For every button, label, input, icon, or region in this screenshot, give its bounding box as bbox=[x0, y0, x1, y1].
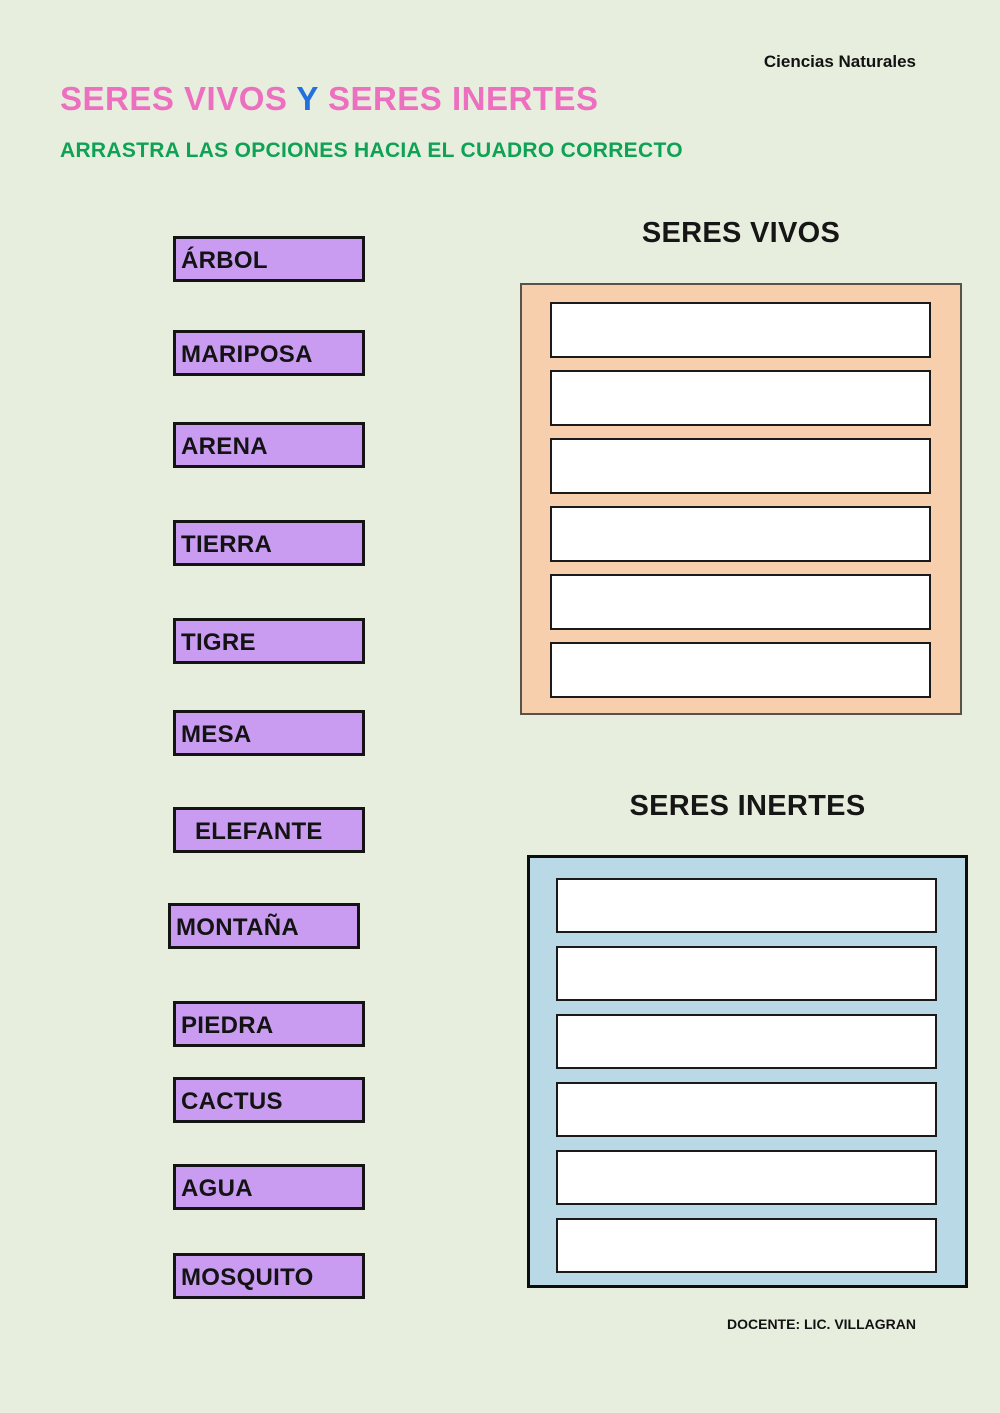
course-label: Ciencias Naturales bbox=[763, 52, 916, 71]
option-label: AGUA bbox=[181, 1175, 253, 1202]
drop-slot[interactable] bbox=[550, 302, 931, 358]
page-title-living: SERES VIVOS bbox=[60, 80, 288, 117]
option-tile[interactable]: MESA bbox=[173, 710, 365, 756]
drop-zone bbox=[520, 283, 962, 715]
drop-slot[interactable] bbox=[556, 1218, 937, 1273]
option-tile[interactable]: MARIPOSA bbox=[173, 330, 365, 376]
option-tile[interactable]: AGUA bbox=[173, 1164, 365, 1210]
drop-slot[interactable] bbox=[550, 642, 931, 698]
option-label: MONTAÑA bbox=[176, 914, 299, 941]
instructions: ARRASTRA LAS OPCIONES HACIA EL CUADRO CO… bbox=[60, 139, 683, 162]
option-tile[interactable]: TIGRE bbox=[173, 618, 365, 664]
drop-slot[interactable] bbox=[556, 1150, 937, 1205]
drop-slot[interactable] bbox=[556, 878, 937, 933]
option-tile[interactable]: ELEFANTE bbox=[173, 807, 365, 853]
option-tile[interactable]: MONTAÑA bbox=[168, 903, 360, 949]
option-label: ELEFANTE bbox=[195, 818, 323, 845]
option-label: MARIPOSA bbox=[181, 341, 313, 368]
option-tile[interactable]: ÁRBOL bbox=[173, 236, 365, 282]
page-title-conjunction: Y bbox=[296, 80, 319, 117]
drop-slot[interactable] bbox=[556, 1082, 937, 1137]
footer-teacher-credit: DOCENTE: LIC. VILLAGRAN bbox=[727, 1316, 916, 1332]
option-label: MESA bbox=[181, 721, 252, 748]
drop-slot[interactable] bbox=[556, 946, 937, 1001]
drop-slot[interactable] bbox=[550, 574, 931, 630]
zone-heading-vivos: SERES VIVOS bbox=[641, 217, 841, 249]
option-label: TIGRE bbox=[181, 629, 256, 656]
option-tile[interactable]: PIEDRA bbox=[173, 1001, 365, 1047]
zone-heading-inertes: SERES INERTES bbox=[629, 790, 866, 822]
option-label: PIEDRA bbox=[181, 1012, 274, 1039]
drop-slot[interactable] bbox=[550, 438, 931, 494]
option-tile[interactable]: ARENA bbox=[173, 422, 365, 468]
option-tile[interactable]: CACTUS bbox=[173, 1077, 365, 1123]
drop-zone bbox=[527, 855, 968, 1288]
option-tile[interactable]: MOSQUITO bbox=[173, 1253, 365, 1299]
page-title-inert: SERES INERTES bbox=[327, 80, 599, 117]
drop-slot[interactable] bbox=[550, 506, 931, 562]
option-tile[interactable]: TIERRA bbox=[173, 520, 365, 566]
option-label: TIERRA bbox=[181, 531, 273, 558]
drop-slot[interactable] bbox=[556, 1014, 937, 1069]
drop-slot[interactable] bbox=[550, 370, 931, 426]
option-label: ÁRBOL bbox=[181, 247, 268, 274]
option-label: MOSQUITO bbox=[181, 1264, 314, 1291]
option-label: ARENA bbox=[181, 433, 268, 460]
option-label: CACTUS bbox=[181, 1088, 283, 1115]
